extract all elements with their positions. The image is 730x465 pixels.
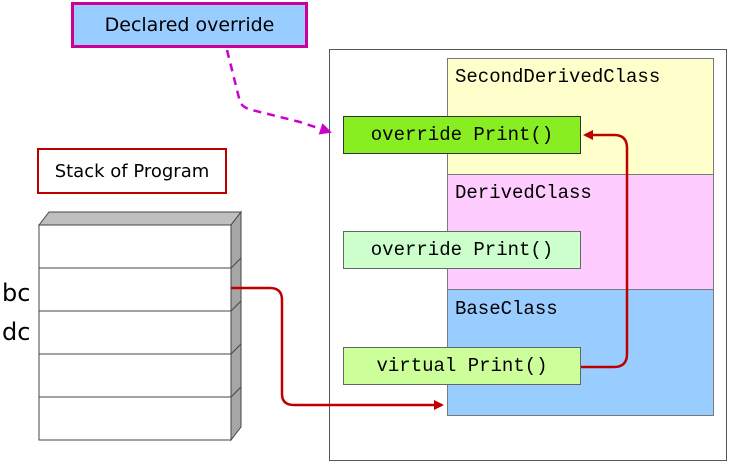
stack-slot-1 [38,224,232,269]
var-label-dc: dc [2,318,31,346]
var-label-bc: bc [2,279,31,307]
derived-class-label: DerivedClass [455,182,592,204]
second-derived-class-label: SecondDerivedClass [455,66,661,88]
declared-override-callout: Declared override [71,2,308,48]
base-class-label: BaseClass [455,298,558,320]
base-virtual-print: virtual Print() [343,347,581,385]
stack-side-face [230,210,242,442]
second-derived-override-print: override Print() [343,116,581,154]
stack-top-face [37,211,243,226]
stack-title: Stack of Program [37,148,227,194]
derived-override-print: override Print() [343,231,581,269]
stack-slot-3 [38,310,232,355]
program-stack [37,210,243,442]
stack-slot-4 [38,353,232,398]
stack-slot-2 [38,267,232,312]
stack-slot-5 [38,396,232,441]
